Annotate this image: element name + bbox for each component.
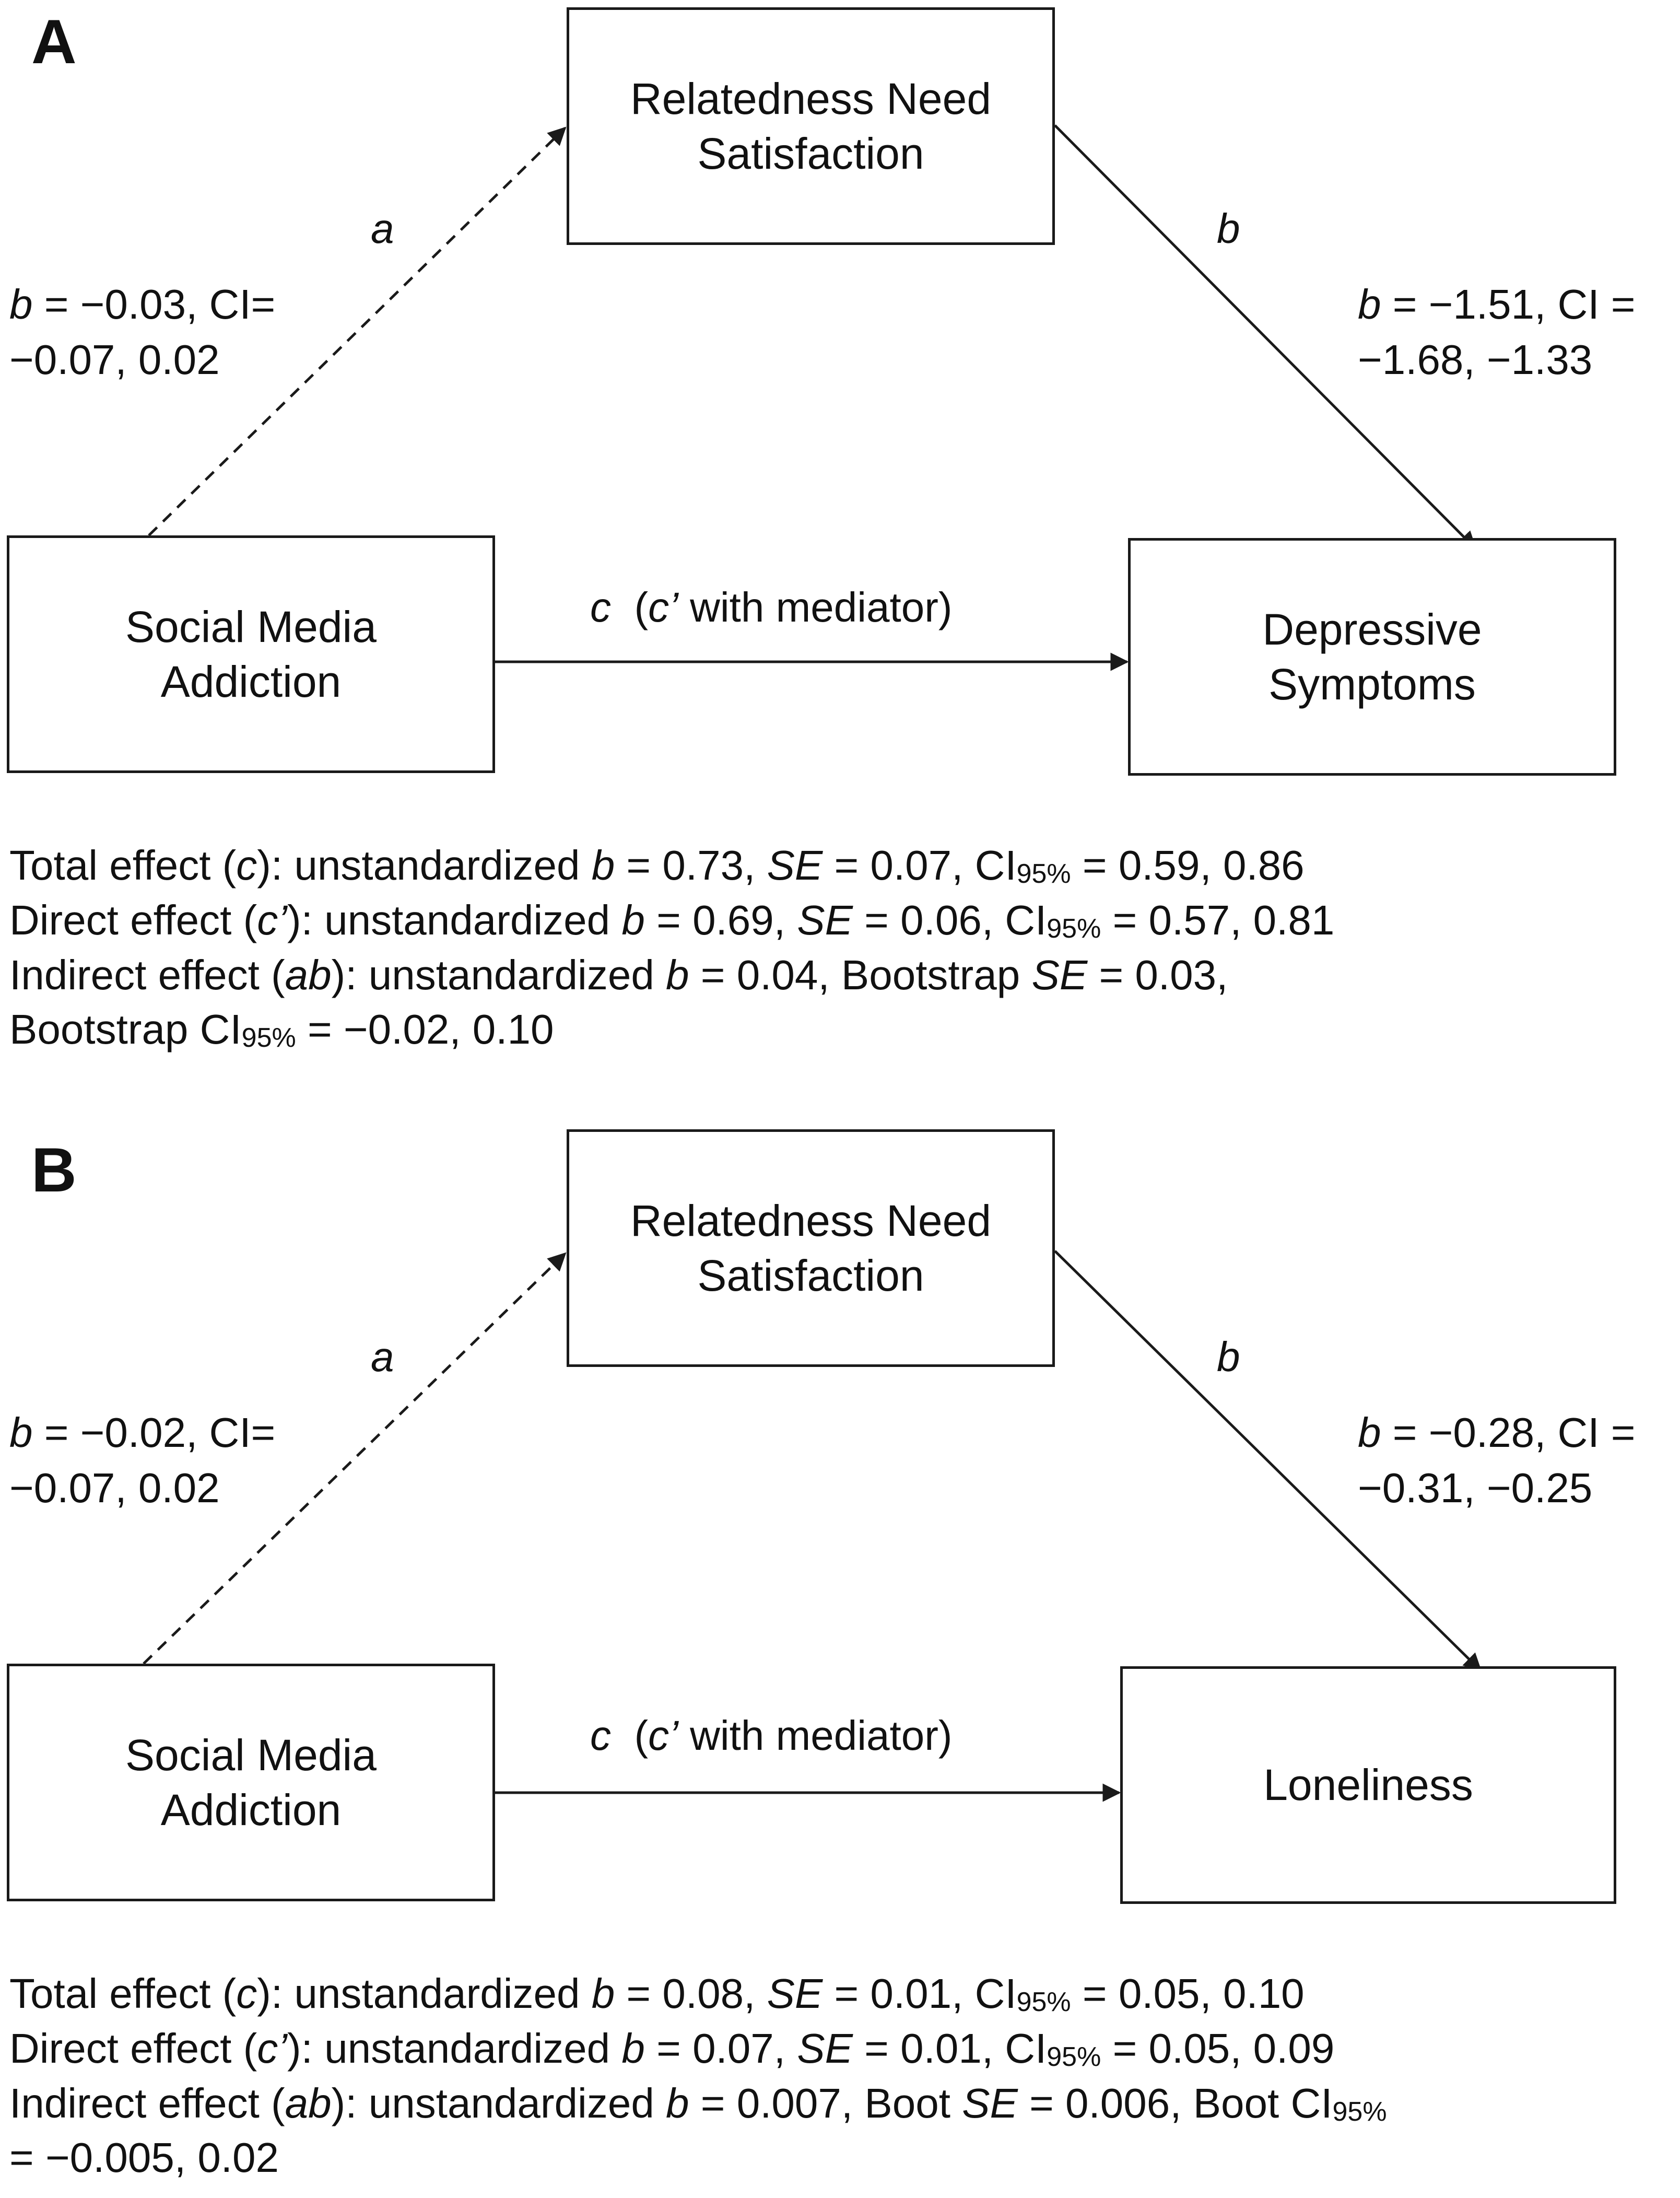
panel-letter: A: [31, 7, 77, 77]
b-symbol: b: [1358, 281, 1381, 328]
direct-effect: Direct effect (c’): unstandardized b = 0…: [9, 896, 1335, 944]
outcome-label: Loneliness: [1263, 1760, 1473, 1809]
b-symbol: b: [9, 281, 33, 328]
mediator-label: Relatedness Need Satisfaction: [630, 1196, 992, 1300]
path-c-label: c (c’ with mediator): [590, 1712, 953, 1759]
effects-summary: Total effect (c): unstandardized b = 0.0…: [9, 1967, 1387, 2185]
outcome-label: Depressive Symptoms: [1262, 604, 1482, 709]
panel-b: B Relatedness Need Satisfaction Social M…: [0, 1128, 1680, 2198]
total-effect: Total effect (c): unstandardized b = 0.0…: [9, 1970, 1305, 2018]
b-symbol: b: [9, 1409, 33, 1456]
panel-a: A Relatedness Need Satisfaction Social M…: [7, 7, 1636, 1057]
path-b-coefficient: b = −1.51, CI = −1.68, −1.33: [1358, 281, 1636, 383]
indirect-effect: Indirect effect (ab): unstandardized b =…: [9, 951, 1228, 998]
path-b-arrow: [1054, 124, 1477, 550]
indirect-effect: Indirect effect (ab): unstandardized b =…: [9, 2079, 1387, 2127]
path-arrows: [148, 124, 1477, 671]
outcome-box: Depressive Symptoms: [1128, 538, 1616, 776]
path-b-label: b: [1217, 1334, 1240, 1380]
direct-effect: Direct effect (c’): unstandardized b = 0…: [9, 2025, 1335, 2073]
total-effect: Total effect (c): unstandardized b = 0.7…: [9, 842, 1305, 890]
predictor-box: Social Media Addiction: [7, 535, 495, 773]
path-b-arrow: [1054, 1250, 1482, 1672]
path-a-coefficient: b = −0.03, CI= −0.07, 0.02: [9, 281, 276, 383]
indirect-effect-ci: = −0.005, 0.02: [9, 2134, 279, 2181]
path-c-label: c (c’ with mediator): [590, 584, 953, 630]
predictor-label: Social Media Addiction: [125, 1730, 377, 1834]
mediator-label: Relatedness Need Satisfaction: [630, 74, 992, 178]
path-a-coefficient: b = −0.02, CI= −0.07, 0.02: [9, 1409, 276, 1511]
mediator-box: Relatedness Need Satisfaction: [567, 7, 1055, 245]
predictor-box: Social Media Addiction: [7, 1664, 495, 1901]
outcome-box: Loneliness: [1120, 1666, 1616, 1904]
panel-letter: B: [31, 1135, 77, 1205]
b-symbol: b: [1358, 1409, 1381, 1456]
path-arrows: [143, 1250, 1482, 1802]
effects-summary: Total effect (c): unstandardized b = 0.7…: [9, 838, 1334, 1057]
predictor-label: Social Media Addiction: [125, 602, 377, 706]
path-a-label: a: [371, 1334, 394, 1380]
indirect-effect-ci: Bootstrap CI95% = −0.02, 0.10: [9, 1006, 554, 1054]
path-a-label: a: [371, 205, 394, 252]
path-b-label: b: [1217, 205, 1240, 252]
path-b-coefficient: b = −0.28, CI = −0.31, −0.25: [1358, 1409, 1636, 1511]
path-a-arrow: [148, 126, 567, 536]
mediator-box: Relatedness Need Satisfaction: [567, 1129, 1055, 1367]
